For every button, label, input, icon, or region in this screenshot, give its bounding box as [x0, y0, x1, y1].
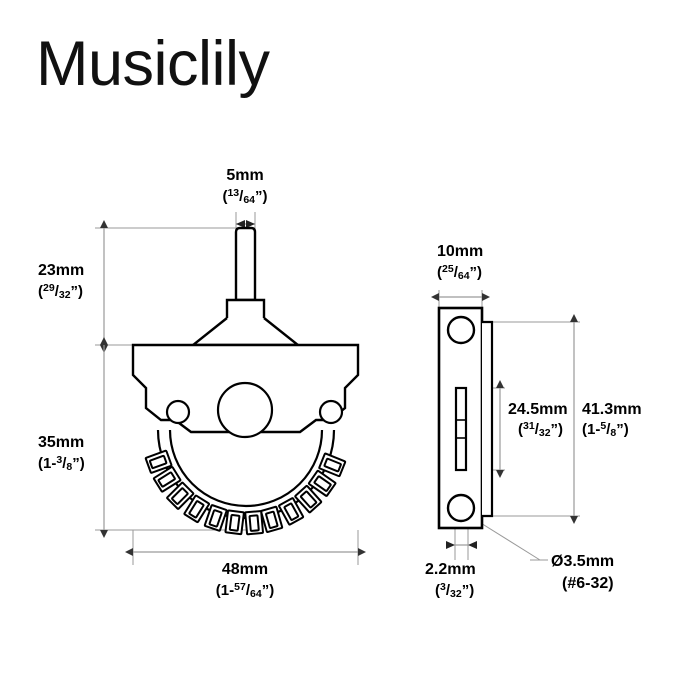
terminal-tab — [244, 510, 264, 536]
center-hole — [216, 381, 274, 439]
terminal-tabs — [144, 449, 347, 536]
terminal-tab — [294, 484, 323, 514]
terminal-tab — [224, 509, 245, 536]
dim-plate-thickness-imperial: (3/32”) — [435, 581, 474, 600]
dim-plate-width-den: 64 — [458, 270, 470, 282]
dim-shaft-width-imperial: (13/64”) — [222, 187, 267, 206]
dimension-arrowheads — [236, 220, 477, 549]
dim-plate-height: 41.3mm (1-5/8”) — [582, 401, 642, 439]
dim-shaft-height-den: 32 — [59, 289, 71, 301]
side-view — [437, 306, 494, 530]
lever-slot — [454, 386, 468, 472]
dim-plate-width-imperial: (25/64”) — [437, 263, 482, 282]
dim-plate-height-metric: 41.3mm — [582, 401, 642, 418]
contact-arc-inner — [168, 429, 324, 508]
dim-plate-thickness-den: 32 — [450, 588, 462, 600]
dim-shaft-width: 5mm (13/64”) — [222, 167, 267, 206]
callout-screw-hole: Ø3.5mm (#6-32) — [551, 553, 614, 592]
dim-body-height-whole: 1- — [43, 455, 56, 472]
dim-slot-length-imperial: (31/32”) — [518, 420, 563, 439]
dim-plate-thickness: 2.2mm (3/32”) — [425, 561, 476, 600]
dim-shaft-width-metric: 5mm — [226, 167, 263, 184]
side-bottom-screw-hole — [446, 493, 476, 523]
dim-shaft-height-imperial: (29/32”) — [38, 282, 83, 301]
dim-body-width-den: 64 — [250, 588, 262, 600]
dim-slot-length-den: 32 — [539, 427, 551, 439]
right-screw-hole — [318, 399, 344, 425]
dim-shaft-width-num: 13 — [227, 187, 239, 199]
dim-body-width: 48mm (1-57/64”) — [216, 561, 274, 600]
dim-body-width-metric: 48mm — [222, 561, 268, 578]
dim-body-height-imperial: (1-3/8”) — [38, 454, 85, 473]
callout-screw-thread: (#6-32) — [562, 575, 614, 592]
shaft-shoulder — [189, 317, 302, 347]
callout-screw-diameter: Ø3.5mm — [551, 553, 614, 570]
dim-body-height-num: 3 — [56, 454, 62, 466]
dim-body-width-imperial: (1-57/64”) — [216, 581, 274, 600]
terminal-tab — [203, 504, 228, 532]
dim-body-width-whole: 1- — [221, 582, 234, 599]
dim-plate-width-num: 25 — [442, 263, 454, 275]
dim-plate-width: 10mm (25/64”) — [437, 243, 483, 282]
terminal-tab — [307, 469, 337, 497]
dim-plate-height-imperial: (1-5/8”) — [582, 420, 629, 439]
dim-slot-length-num: 31 — [523, 420, 535, 432]
dim-shaft-height-metric: 23mm — [38, 262, 84, 279]
dim-shaft-height: 23mm (29/32”) — [38, 262, 84, 301]
side-body-block — [482, 320, 494, 518]
side-top-screw-hole — [446, 315, 476, 345]
terminal-tab — [260, 505, 284, 533]
terminal-tab — [278, 497, 305, 526]
dim-body-height-den: 8 — [66, 461, 72, 473]
terminal-tab — [144, 449, 173, 474]
terminal-tab — [183, 494, 210, 524]
dim-body-width-num: 57 — [234, 581, 246, 593]
dim-shaft-width-den: 64 — [243, 194, 255, 206]
dim-plate-width-metric: 10mm — [437, 243, 483, 260]
dim-plate-height-whole: 1- — [587, 421, 600, 438]
dim-slot-length-metric: 24.5mm — [508, 401, 568, 418]
dim-slot-length: 24.5mm (31/32”) — [508, 401, 568, 439]
switch-shaft — [234, 226, 257, 302]
terminal-tab — [152, 466, 182, 493]
dimension-lines — [100, 220, 578, 556]
dim-plate-height-num: 5 — [600, 420, 606, 432]
dim-plate-height-den: 8 — [610, 427, 616, 439]
dim-body-height-metric: 35mm — [38, 434, 84, 451]
dim-plate-thickness-metric: 2.2mm — [425, 561, 476, 578]
terminal-tab — [166, 481, 195, 510]
brand-logo: Musiclily — [36, 29, 270, 99]
left-screw-hole — [165, 399, 191, 425]
terminal-tab — [318, 452, 347, 478]
dim-shaft-height-num: 29 — [43, 282, 55, 294]
front-view — [131, 226, 360, 536]
dim-body-height: 35mm (1-3/8”) — [38, 434, 85, 473]
dim-plate-thickness-num: 3 — [440, 581, 446, 593]
